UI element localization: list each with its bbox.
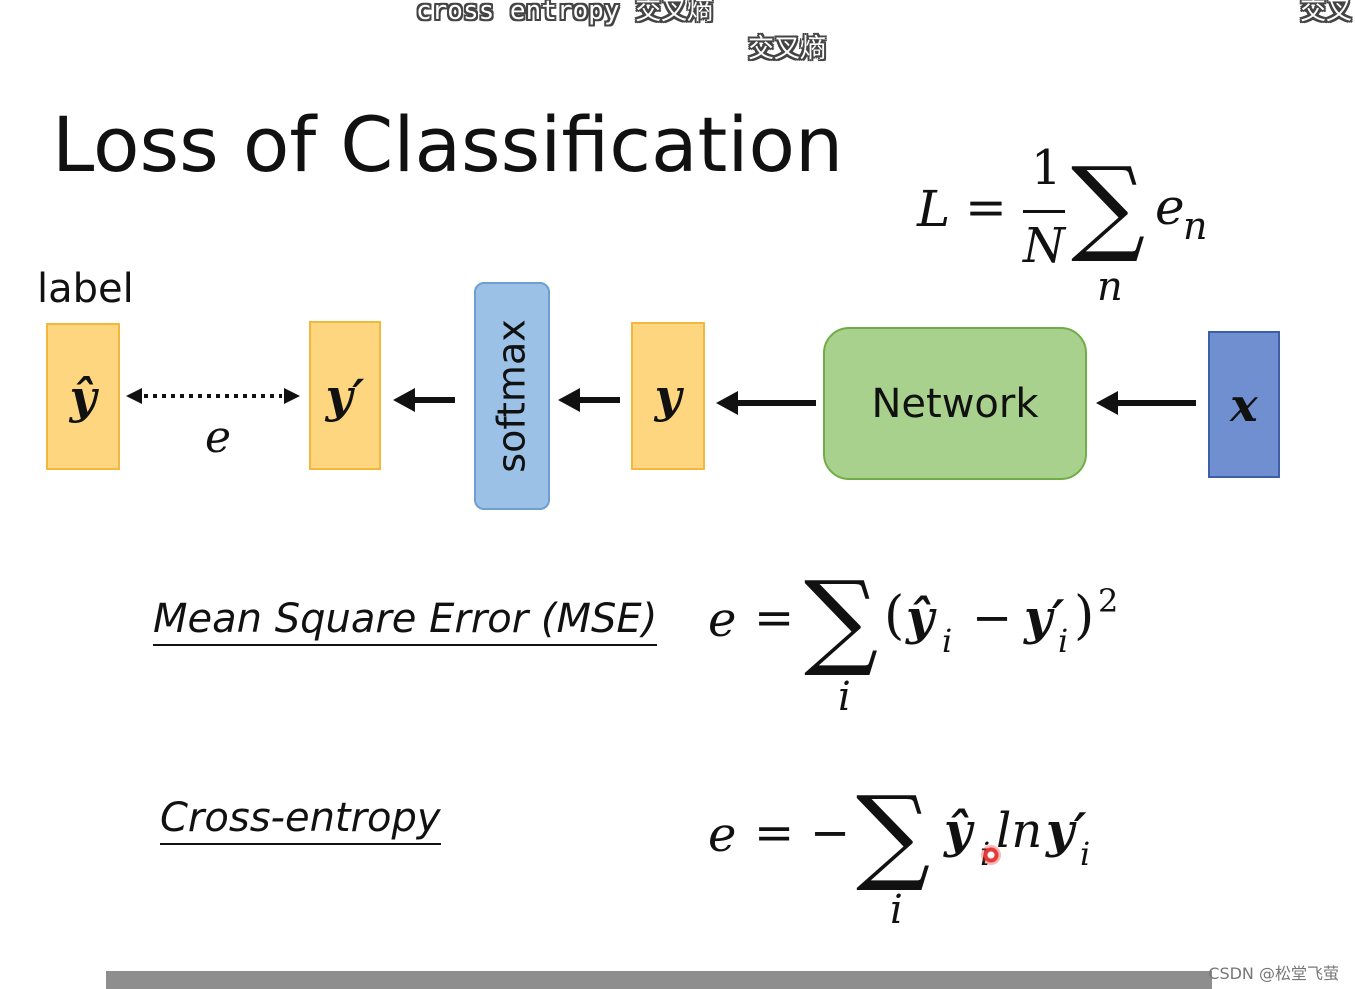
ce-ln: ln xyxy=(996,803,1043,859)
ce-minus: − xyxy=(810,805,851,861)
error-dotted-arrow xyxy=(126,388,300,404)
arrow-softmax-to-y-prime xyxy=(393,388,455,412)
y-hat-box: ŷ xyxy=(46,323,120,470)
y-prime-box: y′ xyxy=(309,321,381,470)
mse-y-hat-sub: i xyxy=(942,622,953,660)
y-hat-symbol: ŷ xyxy=(69,369,97,424)
total-loss-denominator: N xyxy=(1023,218,1065,274)
caption-second-line: 交叉熵 xyxy=(748,34,827,64)
ce-lhs: e xyxy=(708,807,737,863)
ce-eq: = xyxy=(754,805,795,861)
bottom-subtitle-bar xyxy=(106,971,1212,989)
input-x-box: x xyxy=(1208,331,1280,478)
mse-power: 2 xyxy=(1098,582,1119,620)
total-loss-lhs: L xyxy=(917,180,951,238)
mse-close-paren: ) xyxy=(1074,586,1095,646)
caption-top-right: 交叉 xyxy=(1300,0,1353,26)
fraction-bar xyxy=(1023,210,1065,213)
mse-lhs: e xyxy=(708,592,737,648)
ce-y-hat: ŷ xyxy=(944,803,972,859)
mse-eq: = xyxy=(754,590,795,646)
y-prime-symbol: y′ xyxy=(325,368,365,423)
cross-entropy-name: Cross-entropy xyxy=(160,795,441,845)
label-caption: label xyxy=(37,266,134,312)
arrow-y-to-softmax xyxy=(558,388,620,412)
arrow-network-to-y xyxy=(716,391,816,415)
total-loss-eq: = xyxy=(965,178,1007,236)
ce-y-prime: y′ xyxy=(1046,803,1087,859)
network-label: Network xyxy=(871,380,1039,427)
y-symbol: y xyxy=(654,369,682,423)
ce-sum: ∑ xyxy=(856,773,931,895)
softmax-label: softmax xyxy=(490,319,535,473)
mse-y-prime: y′ xyxy=(1024,590,1065,646)
mse-minus: − xyxy=(972,590,1013,646)
network-box: Network xyxy=(823,327,1087,480)
mse-y-prime-sub: i xyxy=(1058,622,1069,660)
total-loss-sum: ∑ xyxy=(1071,144,1146,266)
arrow-x-to-network xyxy=(1096,391,1196,415)
mse-sum-index: i xyxy=(838,674,851,720)
pointer-dot xyxy=(981,845,1001,865)
mse-name: Mean Square Error (MSE) xyxy=(153,596,658,646)
total-loss-term: e xyxy=(1155,178,1185,236)
ce-sum-index: i xyxy=(890,887,903,933)
mse-sum: ∑ xyxy=(804,558,879,680)
y-box: y xyxy=(631,322,705,470)
error-symbol: e xyxy=(205,412,232,463)
mse-open-paren: ( xyxy=(884,586,905,646)
caption-top-line: cross entropy 交叉熵 xyxy=(416,0,714,26)
total-loss-term-sub: n xyxy=(1183,204,1208,248)
total-loss-sum-index: n xyxy=(1097,264,1123,310)
total-loss-numerator: 1 xyxy=(1031,140,1062,196)
input-x-symbol: x xyxy=(1230,377,1258,432)
mse-y-hat: ŷ xyxy=(906,590,934,646)
cross-entropy-formula: e = − ∑ i ŷ i ln y′ i xyxy=(700,773,1120,935)
mse-formula: e = ∑ i ( ŷ i − y′ i ) 2 xyxy=(700,558,1140,720)
ce-y-prime-sub: i xyxy=(1080,835,1091,873)
watermark: CSDN @松堂飞萤 xyxy=(1208,964,1339,983)
total-loss-formula: L = 1 N ∑ n e n xyxy=(915,140,1235,310)
slide-title: Loss of Classification xyxy=(52,100,844,189)
softmax-box: softmax xyxy=(474,282,550,510)
